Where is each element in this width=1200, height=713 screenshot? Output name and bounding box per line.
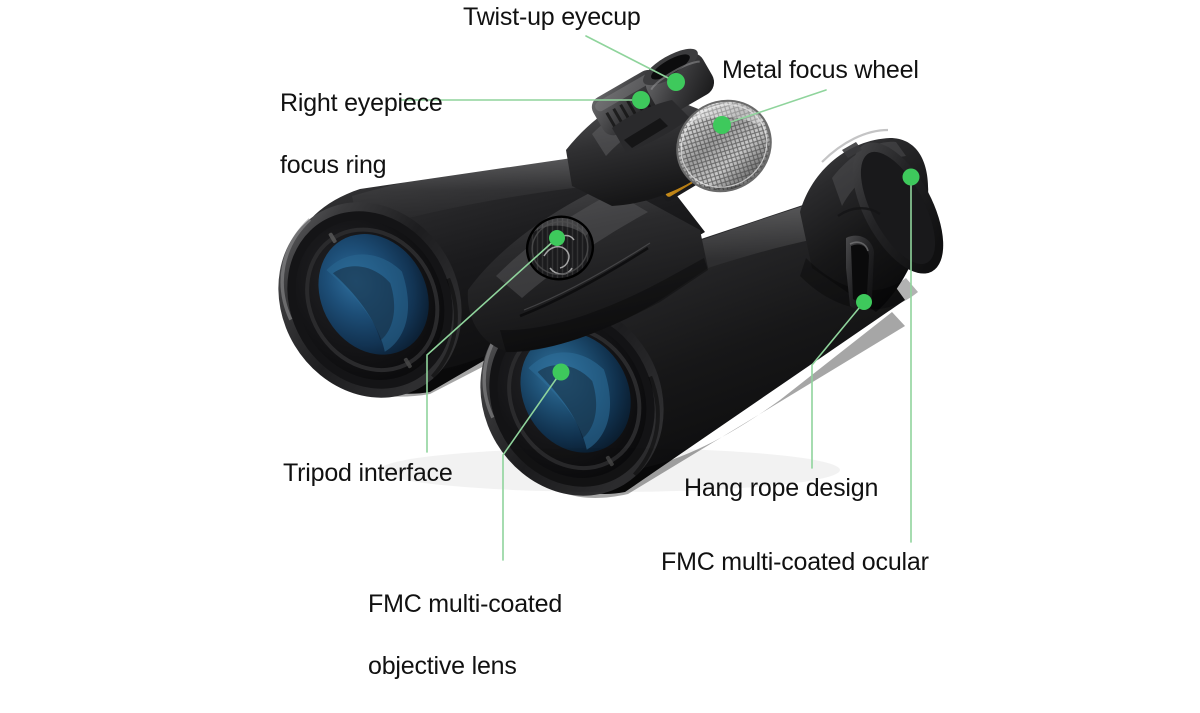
callout-label-right-eyepiece-focus-ring: Right eyepiece focus ring <box>280 57 460 212</box>
callout-label-hang-rope-design: Hang rope design <box>684 474 879 502</box>
binoculars-illustration <box>278 48 944 498</box>
callout-label-line: focus ring <box>280 151 387 179</box>
product-diagram-canvas: Twist-up eyecup Right eyepiece focus rin… <box>278 3 944 680</box>
callout-label-line: objective lens <box>368 652 517 680</box>
callout-label-tripod-interface: Tripod interface <box>283 459 453 487</box>
callout-label-metal-focus-wheel: Metal focus wheel <box>722 56 919 84</box>
hang-rope-lug <box>837 207 881 309</box>
callout-label-line: FMC multi-coated <box>368 590 563 618</box>
callout-label-twist-up-eyecup: Twist-up eyecup <box>463 3 641 31</box>
right-ocular-housing <box>800 128 944 312</box>
callout-label-line: Right eyepiece <box>280 89 443 117</box>
callout-label-fmc-ocular: FMC multi-coated ocular <box>661 548 929 576</box>
callout-label-fmc-objective-lens: FMC multi-coated objective lens <box>368 558 598 713</box>
